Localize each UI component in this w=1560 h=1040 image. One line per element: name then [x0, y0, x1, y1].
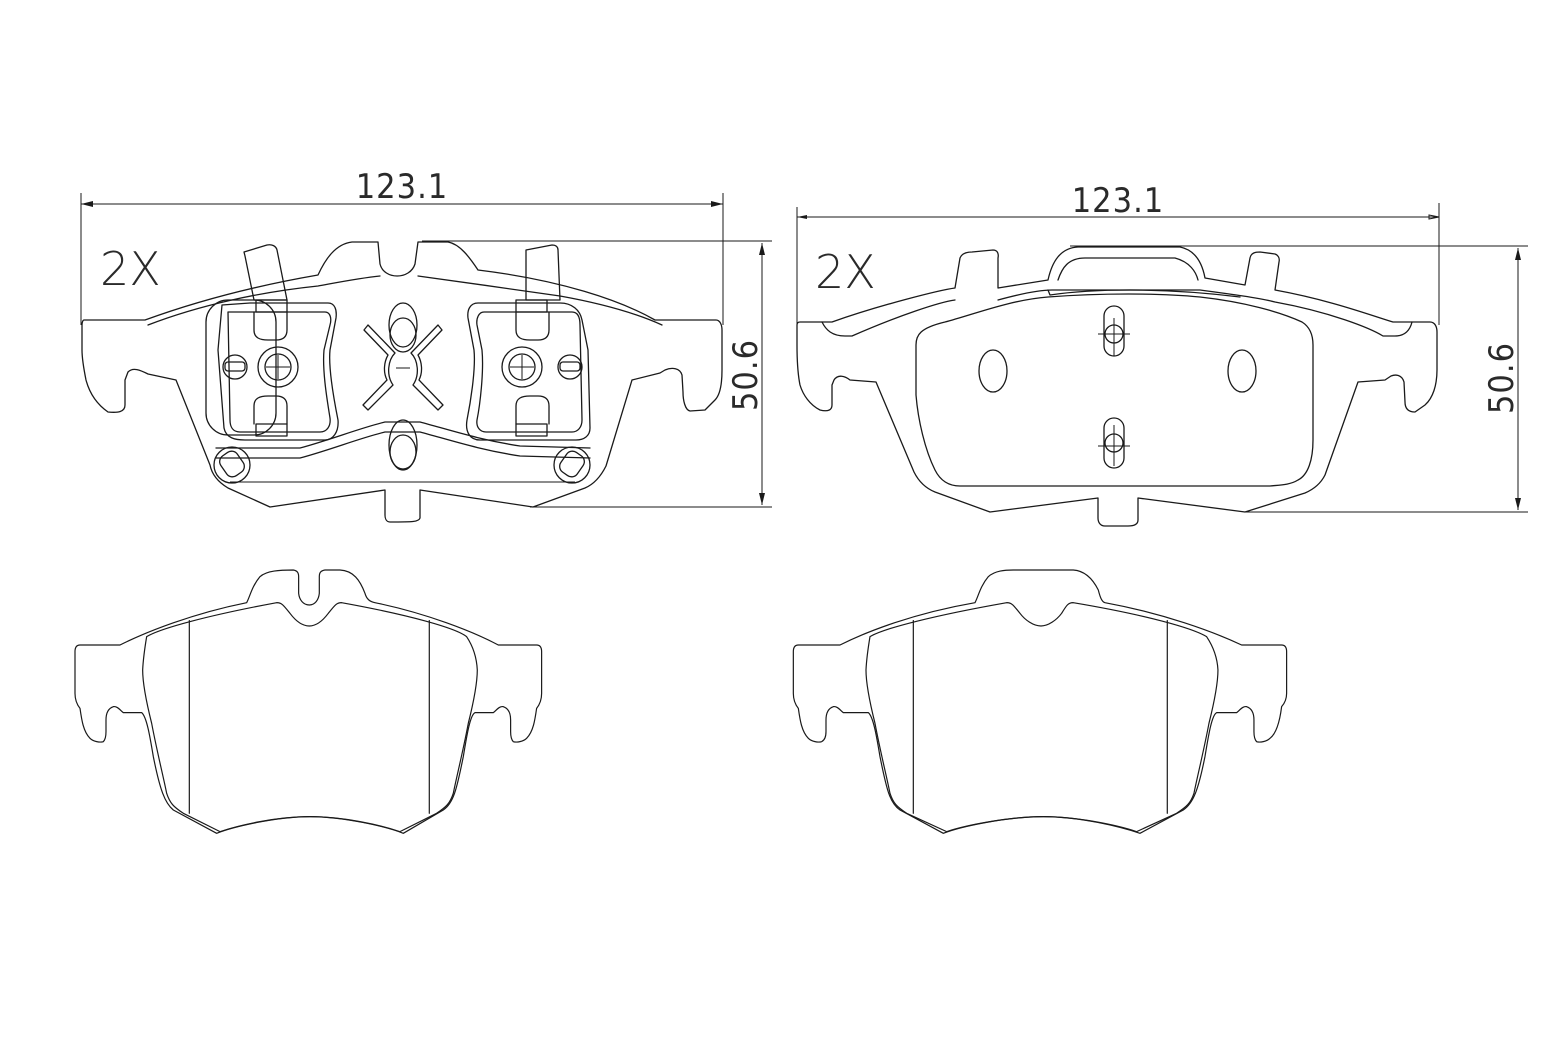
bolt-hole-right — [501, 346, 583, 388]
bottom-right-pad-detail — [792, 569, 1288, 834]
spring-clip-right-frame — [465, 302, 591, 441]
backing-plate-outline — [81, 241, 723, 523]
bottom-left-pad-detail — [74, 569, 543, 834]
pin-hole-bottom — [1098, 417, 1130, 469]
backing-plate-outline — [796, 246, 1438, 527]
pin-hole-top — [1098, 305, 1130, 357]
quantity-label: 2X — [100, 242, 161, 296]
width-dimension-left: 123.1 — [80, 167, 724, 325]
friction-plate-outline — [915, 293, 1314, 487]
width-dimension-right: 123.1 — [796, 181, 1440, 325]
width-dimension-label: 123.1 — [1072, 181, 1165, 221]
height-dimension-left: 50.6 — [422, 240, 772, 508]
clip-tab-top-right — [525, 244, 561, 301]
clip-tab-top-left — [243, 244, 288, 301]
mounting-hole-left — [978, 349, 1008, 393]
height-dimension-label: 50.6 — [726, 339, 766, 411]
top-right-pad-view: 123.1 2X 50.6 — [796, 181, 1528, 527]
width-dimension-label: 123.1 — [356, 167, 449, 207]
mounting-hole-right — [1227, 349, 1257, 393]
height-dimension-label: 50.6 — [1482, 342, 1522, 414]
height-dimension-right: 50.6 — [1070, 245, 1528, 513]
central-x-spring — [362, 302, 444, 471]
quantity-label: 2X — [815, 245, 876, 299]
bolt-hole-left — [222, 346, 299, 388]
top-left-pad-view: 123.1 2X 50.6 — [80, 167, 772, 523]
spring-clip-left-frame — [217, 302, 339, 441]
